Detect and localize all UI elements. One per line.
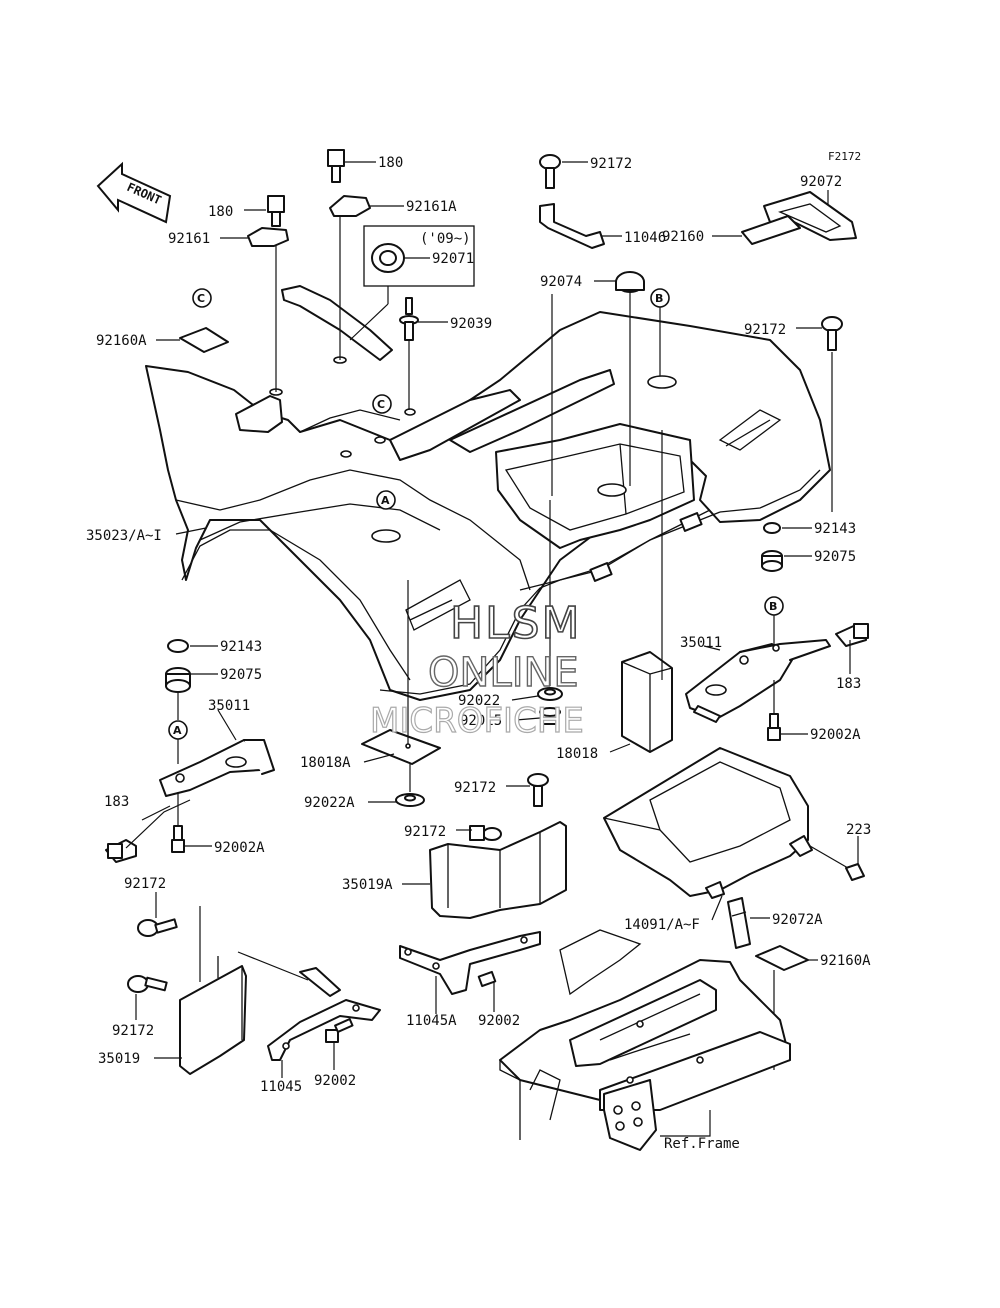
svg-text:C: C	[197, 292, 205, 305]
part-label: 92172	[744, 322, 786, 338]
grommet-92071	[349, 225, 475, 341]
part-label: 92160A	[96, 333, 147, 349]
svg-text:C: C	[377, 398, 385, 411]
svg-text:B: B	[769, 600, 777, 613]
ref-frame	[499, 929, 791, 1151]
bracket-35019a	[402, 773, 567, 919]
plate-92161	[220, 227, 289, 392]
pad-92160a-top: C	[156, 288, 229, 353]
bracket-11045a	[399, 931, 541, 1014]
part-label: 92143	[220, 639, 262, 655]
cover-14091	[603, 747, 813, 921]
part-label: 92022A	[304, 795, 355, 811]
pad-18018a	[361, 580, 441, 807]
bracket-35019	[127, 892, 309, 1075]
svg-text:MICROFICHE: MICROFICHE	[370, 701, 584, 741]
part-label: 92074	[540, 274, 582, 290]
washer-92022	[511, 500, 563, 701]
leader-35023	[175, 527, 207, 535]
part-label: 35023/A~I	[86, 528, 162, 544]
part-label: 11045	[260, 1079, 302, 1095]
part-label: 11045A	[406, 1013, 457, 1029]
circle-ref-a-body: A	[376, 490, 396, 510]
watermark: HLSM ONLINE MICROFICHE	[369, 597, 584, 741]
svg-text:A: A	[173, 724, 182, 737]
bracket-11045	[267, 967, 381, 1078]
part-label: 92172	[590, 156, 632, 172]
bracket-18018	[609, 430, 673, 753]
svg-text:HLSM: HLSM	[450, 598, 582, 649]
part-label: 92022	[458, 693, 500, 709]
part-label: 35019A	[342, 877, 393, 893]
part-label: 92039	[450, 316, 492, 332]
year-note: ('09~)	[420, 231, 471, 247]
part-label: 92143	[814, 521, 856, 537]
part-label: 11046	[624, 230, 666, 246]
mount-left: A	[105, 639, 275, 863]
part-label: 92161A	[406, 199, 457, 215]
part-label: 92072A	[772, 912, 823, 928]
part-label: 92172	[124, 876, 166, 892]
reference-label: Ref.Frame	[664, 1136, 740, 1152]
part-label: 92160	[662, 229, 704, 245]
part-label: 14091/A~F	[624, 917, 700, 933]
bolt-180-a	[327, 149, 376, 183]
bolt-92002-left	[325, 1018, 354, 1070]
bracket-11046	[539, 203, 622, 249]
part-label: 92172	[404, 824, 446, 840]
part-label: 183	[104, 794, 129, 810]
part-label: 92160A	[820, 953, 871, 969]
grommet-92015	[515, 707, 561, 725]
pin-92039	[399, 297, 448, 410]
circle-ref-b-top: B	[650, 288, 670, 376]
rear-fender-body	[145, 285, 831, 701]
circle-ref-c-body: C	[372, 394, 392, 414]
svg-text:B: B	[655, 292, 663, 305]
part-label: 92002	[478, 1013, 520, 1029]
part-label: 92015	[460, 713, 502, 729]
part-label: 92161	[168, 231, 210, 247]
svg-text:A: A	[381, 494, 390, 507]
part-label: 35019	[98, 1051, 140, 1067]
part-label: 92075	[220, 667, 262, 683]
figure-code: F2172	[828, 150, 861, 163]
mount-right: B	[685, 522, 869, 741]
part-label: 92172	[454, 780, 496, 796]
screw-223	[809, 836, 865, 881]
cap-92074	[551, 271, 645, 496]
part-label: 92172	[112, 1023, 154, 1039]
front-arrow-icon: FRONT	[96, 161, 172, 224]
part-label: 223	[846, 822, 871, 838]
part-label: 92075	[814, 549, 856, 565]
part-label: 92002A	[810, 727, 861, 743]
pad-92160	[712, 215, 801, 245]
part-label: 92071	[432, 251, 474, 267]
part-label: 183	[836, 676, 861, 692]
part-label: 92072	[800, 174, 842, 190]
part-label: 35011	[208, 698, 250, 714]
strap-92072a	[727, 897, 770, 949]
part-label: 180	[378, 155, 403, 171]
screw-92172-top	[539, 154, 588, 189]
svg-text:ONLINE: ONLINE	[428, 650, 579, 696]
part-label: 35011	[680, 635, 722, 651]
bolt-180-b	[244, 195, 285, 227]
part-label: 92002	[314, 1073, 356, 1089]
part-label: 180	[208, 204, 233, 220]
part-label: 92002A	[214, 840, 265, 856]
plate-92161a	[329, 195, 404, 360]
part-label: 18018A	[300, 755, 351, 771]
part-label: 18018	[556, 746, 598, 762]
screw-92172-right	[796, 316, 843, 512]
